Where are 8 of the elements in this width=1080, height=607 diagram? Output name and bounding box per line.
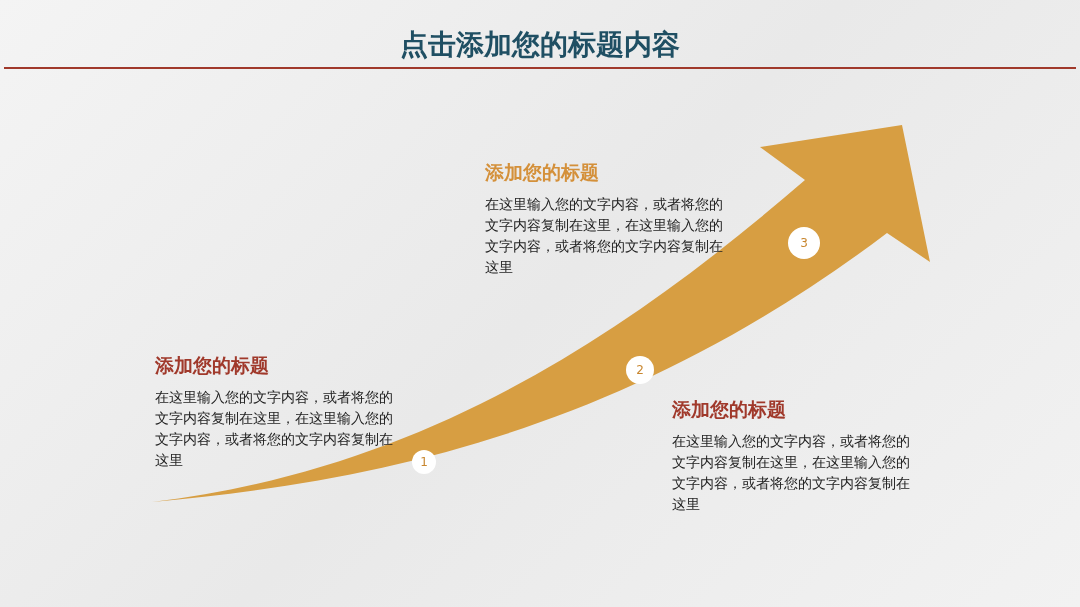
slide-title: 点击添加您的标题内容 bbox=[399, 27, 681, 63]
section-heading: 添加您的标题 bbox=[485, 160, 599, 185]
body-text: 在这里输入您的文字内容，或者将您的文字内容复制在这里，在这里输入您的文字内容，或者将您的文字内容复制在这里 bbox=[672, 432, 911, 514]
section-heading: 添加您的标题 bbox=[155, 353, 269, 378]
step-number-circle: 1 bbox=[412, 450, 436, 474]
section-heading: 添加您的标题 bbox=[672, 397, 786, 422]
body-text: 在这里输入您的文字内容，或者将您的文字内容复制在这里，在这里输入您的文字内容，或者将您的文字内容复制在这里 bbox=[155, 388, 394, 470]
body-text: 在这里输入您的文字内容，或者将您的文字内容复制在这里，在这里输入您的文字内容，或者将您的文字内容复制在这里 bbox=[485, 195, 724, 277]
